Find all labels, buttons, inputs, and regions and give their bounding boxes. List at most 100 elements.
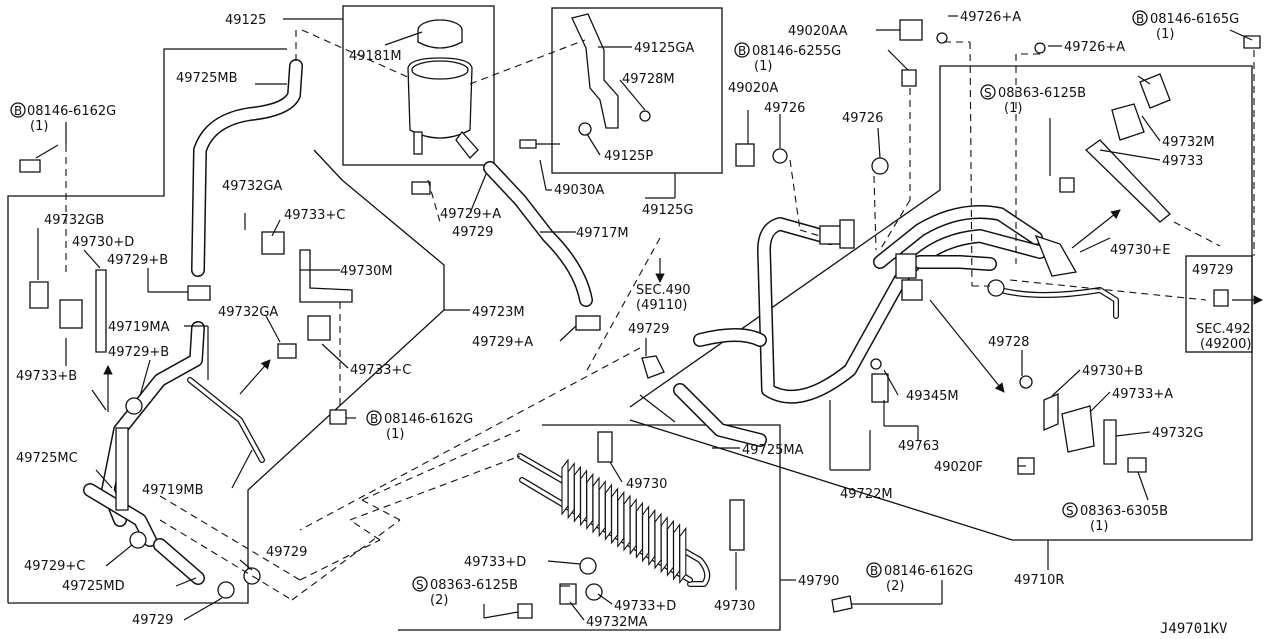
bolt-marker-letter: B: [370, 412, 378, 426]
label-49732M: 49732M: [1162, 135, 1215, 150]
label-49732MA: 49732MA: [586, 615, 648, 630]
label-49181M: 49181M: [349, 49, 402, 64]
suction-hose: [411, 161, 665, 379]
right-group-outline: [629, 65, 1253, 541]
label-49732G: 49732G: [1152, 426, 1203, 441]
cooler-fin: [567, 461, 575, 520]
label-49733A: 49733+A: [1112, 387, 1173, 402]
cooler-fin: [654, 512, 662, 570]
label-49726A-a: 49726+A: [960, 10, 1021, 25]
label-49125: 49125: [225, 13, 266, 28]
bolt-marker-icon: [866, 562, 882, 578]
label-49790: 49790: [798, 574, 839, 589]
label-49733C-a: 49733+C: [284, 208, 345, 223]
cooler-fins: [561, 458, 687, 585]
cooler-outline: [398, 424, 781, 631]
cooler-fin: [586, 472, 594, 531]
label-49729C: 49729+C: [24, 559, 85, 574]
label-49729B-a: 49729+B: [107, 253, 168, 268]
cooler-fin: [660, 515, 668, 574]
label-49725MD: 49725MD: [62, 579, 125, 594]
label-08363-6125B-bottom: 08363-6125B: [430, 578, 518, 593]
qty-top-mid: (1): [754, 59, 772, 74]
screw-marker-icon: [980, 84, 996, 100]
diagram-code: J49701KV: [1160, 621, 1228, 637]
label-49729A-b: 49729+A: [472, 335, 533, 350]
label-08146-6162G-bottom-mid: 08146-6162G: [884, 564, 973, 579]
label-49733: 49733: [1162, 154, 1203, 169]
label-49030A: 49030A: [554, 183, 604, 198]
label-49345M: 49345M: [906, 389, 959, 404]
label-49725MA: 49725MA: [742, 443, 804, 458]
cooler-fin: [604, 483, 612, 541]
reservoir-tank: [407, 19, 479, 159]
label-49719MB: 49719MB: [142, 483, 204, 498]
bolt-marker-icon: [10, 102, 26, 118]
cooler-fin: [635, 501, 643, 559]
label-49732GA-a: 49732GA: [222, 179, 282, 194]
oil-cooler: [517, 431, 853, 619]
bolt-marker-letter: B: [14, 104, 22, 118]
part-labels: 49125 49181M 49125GA 49728M 49125P 49030…: [10, 10, 1252, 637]
qty-right: (1): [1090, 519, 1108, 534]
label-49717M: 49717M: [576, 226, 629, 241]
pressure-hose-assembly: [673, 19, 1261, 475]
label-49020AA: 49020AA: [788, 24, 848, 39]
label-49725MB: 49725MB: [176, 71, 238, 86]
screw-marker-icon: [412, 576, 428, 592]
label-49732GA-b: 49732GA: [218, 305, 278, 320]
left-group-outline: [7, 48, 287, 603]
reservoir-box: [342, 5, 495, 166]
label-08363-6305B: 08363-6305B: [1080, 504, 1168, 519]
label-49125P: 49125P: [604, 149, 653, 164]
label-sec492: SEC.492: [1196, 322, 1251, 337]
label-49020F: 49020F: [934, 460, 983, 475]
cooler-fin: [666, 519, 674, 577]
cooler-fin: [611, 487, 619, 545]
label-49730M: 49730M: [340, 264, 393, 279]
label-49733C-b: 49733+C: [350, 363, 411, 378]
label-49730-a: 49730: [626, 477, 667, 492]
qty-top-left: (1): [30, 119, 48, 134]
label-49733D-a: 49733+D: [464, 555, 526, 570]
bolt-marker-icon: [734, 42, 750, 58]
label-49730-b: 49730: [714, 599, 755, 614]
label-49732GB: 49732GB: [44, 213, 104, 228]
cooler-fin: [598, 479, 606, 538]
qty-mid-left: (1): [386, 427, 404, 442]
label-08146-6162G-top-left: 08146-6162G: [27, 104, 116, 119]
label-49729-e: 49729: [1192, 263, 1233, 278]
bolt-marker-letter: B: [738, 44, 746, 58]
screw-marker-letter: S: [416, 578, 424, 592]
label-49710R: 49710R: [1014, 573, 1064, 588]
qty-top-right: (1): [1156, 27, 1174, 42]
label-49726-a: 49726: [764, 101, 805, 116]
label-49723M: 49723M: [472, 305, 525, 320]
screw-marker-letter: S: [984, 86, 992, 100]
label-49729-b: 49729: [628, 322, 669, 337]
cooler-fin: [592, 476, 600, 534]
label-49729-c: 49729: [266, 545, 307, 560]
label-49730B: 49730+B: [1082, 364, 1143, 379]
cooler-fin: [629, 497, 637, 556]
label-sec490-sub: (49110): [636, 298, 688, 313]
label-08146-6162G-mid-left: 08146-6162G: [384, 412, 473, 427]
qty-bottom: (2): [430, 593, 448, 608]
label-49733D-b: 49733+D: [614, 599, 676, 614]
label-49728M: 49728M: [622, 72, 675, 87]
screw-marker-icon: [1062, 502, 1078, 518]
cooler-fin: [617, 490, 625, 549]
bracket-box: [551, 7, 723, 174]
label-49728: 49728: [988, 335, 1029, 350]
reservoir-bracket: [519, 13, 651, 149]
label-49729-d: 49729: [132, 613, 173, 628]
bolt-marker-letter: B: [1136, 12, 1144, 26]
label-49729-a: 49729: [452, 225, 493, 240]
label-49729B-b: 49729+B: [108, 345, 169, 360]
leader-lines: [35, 15, 1255, 621]
cooler-fin: [623, 494, 631, 552]
label-49722M: 49722M: [840, 487, 893, 502]
label-49730E: 49730+E: [1110, 243, 1170, 258]
cooler-fin: [673, 523, 681, 581]
sec492-box: [1185, 255, 1253, 353]
